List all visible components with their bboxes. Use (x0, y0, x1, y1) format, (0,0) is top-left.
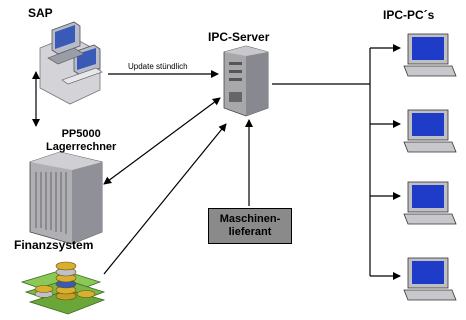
desktop-pc-icon (403, 181, 457, 225)
server-tower-icon (223, 45, 269, 117)
ipc-pcs-label: IPC-PC´s (383, 8, 435, 22)
pp-server-link (103, 97, 221, 185)
desktop-pc-icon (403, 257, 457, 301)
finanz-server-link (103, 123, 227, 275)
sap-label: SAP (28, 6, 53, 20)
pp5000-label: PP5000 Lagerrechner (46, 128, 117, 153)
maschinenlieferant-box: Maschinen- lieferant (208, 208, 292, 244)
update-label: Update stündlich (128, 62, 188, 71)
connection-lines (32, 44, 401, 280)
sap-workstation-icon (39, 21, 103, 105)
desktop-pc-icon (403, 33, 457, 77)
finanzsystem-label: Finanzsystem (14, 238, 94, 252)
ipc-server-label: IPC-Server (208, 30, 270, 44)
rack-computer-icon (29, 151, 103, 245)
money-icon (20, 261, 106, 315)
desktop-pc-icon (403, 109, 457, 153)
